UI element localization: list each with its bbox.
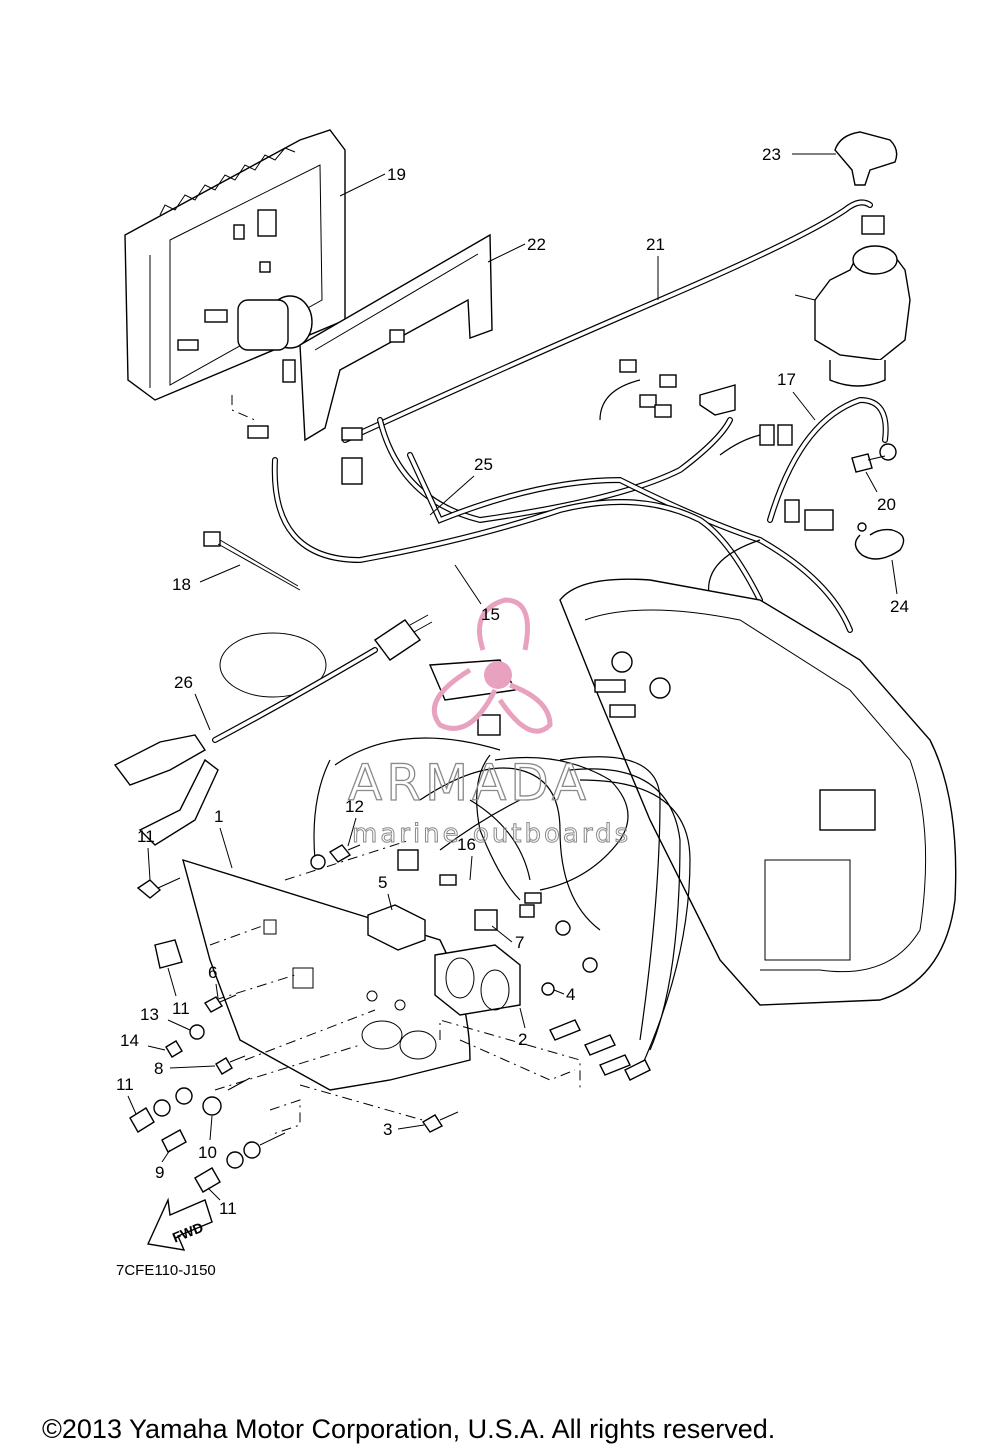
callout-9: 9 [155, 1163, 164, 1182]
callout-15: 14 [120, 1031, 139, 1050]
callout-23: 21 [646, 235, 665, 254]
callout-11-lower: 11 [219, 1199, 237, 1218]
watermark-propeller-icon [431, 597, 553, 734]
fasteners [129, 844, 459, 1193]
callout-1: 1 [214, 807, 223, 826]
callout-7: 7 [515, 933, 524, 952]
panel-housing [559, 578, 957, 1006]
inverter-unit [124, 129, 346, 401]
callout-18: 17 [777, 370, 796, 389]
callout-5: 5 [378, 873, 387, 892]
callout-25: 23 [762, 145, 781, 164]
carburetor-assembly [794, 131, 911, 387]
callout-6: 6 [208, 963, 217, 982]
callout-8: 8 [154, 1059, 163, 1078]
fwd-arrow: FWD [146, 1197, 213, 1251]
callout-21: 19 [387, 165, 406, 184]
callout-19: 11 [137, 827, 155, 846]
copyright-notice: ©2013 Yamaha Motor Corporation, U.S.A. A… [42, 1414, 776, 1444]
callout-13: 12 [345, 797, 364, 816]
callout-26: 25 [474, 455, 493, 474]
callout-22: 20 [877, 495, 896, 514]
callout-20: 18 [172, 575, 191, 594]
callout-2: 2 [518, 1030, 527, 1049]
callout-3: 3 [383, 1120, 392, 1139]
watermark-name: ARMADA [348, 754, 590, 812]
callout-12: 11 [172, 999, 190, 1018]
callout-17: 16 [457, 835, 476, 854]
callout-16: 15 [481, 605, 500, 624]
callout-14: 13 [140, 1005, 159, 1024]
power-cord [113, 614, 433, 846]
callout-24: 22 [527, 235, 546, 254]
watermark: ARMADA marine outboards [347, 597, 631, 850]
callout-28: 26 [174, 673, 193, 692]
callout-11-upper: 11 [116, 1075, 134, 1094]
callout-27: 24 [890, 597, 909, 616]
diagram-code: 7CFE110-J150 [116, 1262, 216, 1279]
callout-4: 4 [566, 985, 575, 1004]
callouts: 19 22 21 23 17 25 20 24 18 15 26 12 11 1… [116, 145, 909, 1218]
watermark-tagline: marine outboards [352, 819, 631, 849]
callout-10: 10 [198, 1143, 217, 1162]
